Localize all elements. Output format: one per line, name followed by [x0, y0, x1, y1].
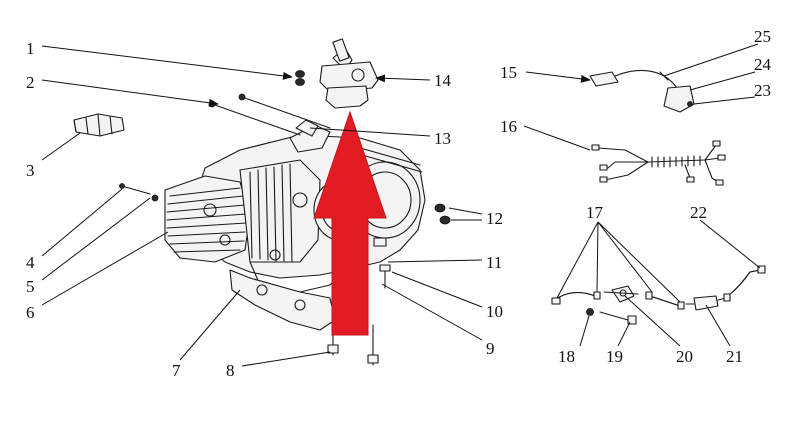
callout-1: 1: [26, 39, 35, 58]
callout-9: 9: [486, 339, 495, 358]
ignition-coil-assembly: [589, 69, 695, 113]
wiring-harness: [591, 140, 726, 186]
carb-nuts: [295, 70, 305, 86]
fuel-line-assembly: [551, 265, 766, 325]
leader-lines: [41, 43, 761, 367]
callout-3: 3: [26, 161, 35, 180]
callout-12: 12: [486, 209, 503, 228]
callout-labels: 1 2 3 4 5 6 7 8 9 10 11 12 13 14 15 16 1…: [26, 27, 772, 380]
callout-20: 20: [676, 347, 693, 366]
callout-6: 6: [26, 303, 35, 322]
callout-18: 18: [558, 347, 575, 366]
left-bolts: [119, 183, 159, 202]
callout-5: 5: [26, 277, 35, 296]
rubber-block: [73, 113, 125, 137]
skid-plate: [229, 269, 336, 331]
callout-16: 16: [500, 117, 517, 136]
callout-17: 17: [586, 203, 604, 222]
callout-4: 4: [26, 253, 35, 272]
callout-21: 21: [726, 347, 743, 366]
callout-19: 19: [606, 347, 623, 366]
intake-spacer: [295, 119, 319, 137]
highlight-arrow: [313, 110, 387, 336]
callout-2: 2: [26, 73, 35, 92]
callout-11: 11: [486, 253, 502, 272]
carburetor: [319, 38, 379, 109]
callout-14: 14: [434, 71, 452, 90]
callout-7: 7: [172, 361, 181, 380]
callout-22: 22: [690, 203, 707, 222]
side-nuts: [434, 203, 451, 225]
callout-25: 25: [754, 27, 771, 46]
callout-24: 24: [754, 55, 772, 74]
callout-23: 23: [754, 81, 771, 100]
callout-13: 13: [434, 129, 451, 148]
callout-15: 15: [500, 63, 517, 82]
callout-10: 10: [486, 302, 503, 321]
callout-8: 8: [226, 361, 235, 380]
